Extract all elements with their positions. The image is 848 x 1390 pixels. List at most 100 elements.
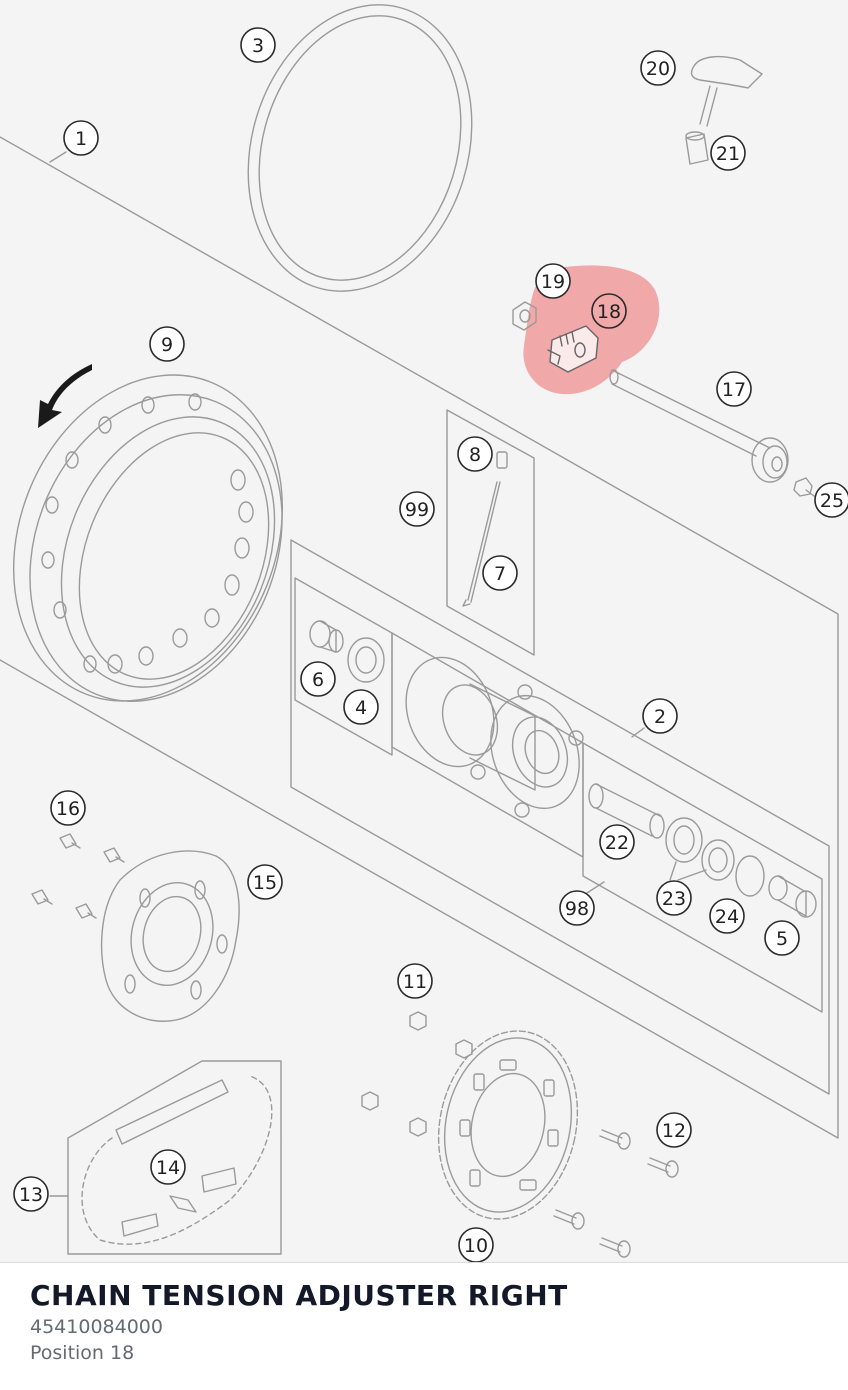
callout-circle[interactable] (13, 1176, 49, 1212)
callout-19[interactable]: 19 (535, 263, 571, 299)
callout-number: 1 (75, 128, 87, 150)
callout-circle[interactable] (709, 898, 745, 934)
callout-circle[interactable] (50, 790, 86, 826)
callout-circle[interactable] (458, 1227, 494, 1262)
callout-circle[interactable] (399, 491, 435, 527)
bearing-4 (347, 637, 385, 683)
callout-number: 23 (662, 888, 686, 910)
callout-1[interactable]: 1 (63, 120, 99, 156)
callout-number: 12 (662, 1120, 686, 1142)
callout-9[interactable]: 9 (149, 326, 185, 362)
bolts-12 (553, 1129, 679, 1258)
callout-25[interactable]: 25 (814, 482, 848, 518)
callout-circle[interactable] (710, 135, 746, 171)
axle (609, 369, 789, 483)
nut-19 (512, 301, 537, 331)
callout-circle[interactable] (482, 555, 518, 591)
callout-number: 99 (405, 499, 429, 521)
callout-circle[interactable] (149, 326, 185, 362)
callout-number: 15 (253, 872, 277, 894)
leader-lines (49, 151, 707, 1197)
callout-number: 24 (715, 906, 739, 928)
part-title: CHAIN TENSION ADJUSTER RIGHT (30, 1279, 568, 1312)
callout-number: 17 (722, 379, 746, 401)
callout-circle[interactable] (457, 436, 493, 472)
callout-circle[interactable] (535, 263, 571, 299)
sprocket (437, 1030, 579, 1220)
callout-number: 9 (161, 334, 173, 356)
callout-circle[interactable] (63, 120, 99, 156)
callout-12[interactable]: 12 (656, 1112, 692, 1148)
callout-group: 1234567891011121314151617181920212223242… (13, 27, 848, 1262)
callout-number: 98 (565, 898, 589, 920)
spoke (462, 451, 508, 607)
spacer-5 (768, 875, 817, 918)
brake-disc (100, 850, 240, 1022)
callout-8[interactable]: 8 (457, 436, 493, 472)
callout-number: 25 (820, 490, 844, 512)
spoke-box (446, 409, 535, 656)
bolt-25 (793, 477, 815, 497)
callout-circle[interactable] (559, 890, 595, 926)
callout-10[interactable]: 10 (458, 1227, 494, 1262)
chain-adjuster-part (547, 325, 599, 373)
callout-circle[interactable] (716, 371, 752, 407)
callout-5[interactable]: 5 (764, 920, 800, 956)
callout-number: 19 (541, 271, 565, 293)
circlip-24 (735, 855, 765, 897)
callout-circle[interactable] (642, 698, 678, 734)
callout-23[interactable]: 23 (656, 880, 692, 916)
callout-7[interactable]: 7 (482, 555, 518, 591)
drive-chain (81, 1075, 273, 1245)
callout-circle[interactable] (343, 689, 379, 725)
callout-circle[interactable] (247, 864, 283, 900)
callout-17[interactable]: 17 (716, 371, 752, 407)
callout-circle[interactable] (640, 50, 676, 86)
hub (405, 656, 584, 818)
callout-number: 16 (56, 798, 80, 820)
wheel-rim (12, 374, 284, 702)
callout-circle[interactable] (599, 824, 635, 860)
callout-number: 22 (605, 832, 629, 854)
callout-15[interactable]: 15 (247, 864, 283, 900)
callout-number: 3 (252, 35, 264, 57)
callout-circle[interactable] (300, 661, 336, 697)
callout-22[interactable]: 22 (599, 824, 635, 860)
callout-circle[interactable] (591, 293, 627, 329)
bearing-box (582, 742, 823, 1013)
bolts-16 (31, 833, 125, 919)
callout-2[interactable]: 2 (642, 698, 678, 734)
callout-99[interactable]: 99 (399, 491, 435, 527)
callout-circle[interactable] (814, 482, 848, 518)
callout-number: 5 (776, 928, 788, 950)
hub-group-box (290, 539, 830, 1095)
callout-20[interactable]: 20 (640, 50, 676, 86)
callout-3[interactable]: 3 (240, 27, 276, 63)
callout-4[interactable]: 4 (343, 689, 379, 725)
callout-circle[interactable] (656, 880, 692, 916)
callout-24[interactable]: 24 (709, 898, 745, 934)
callout-number: 18 (597, 301, 621, 323)
callout-number: 11 (403, 971, 427, 993)
callout-6[interactable]: 6 (300, 661, 336, 697)
part-position: Position 18 (30, 1342, 135, 1364)
callout-18[interactable]: 18 (591, 293, 627, 329)
part-number: 45410084000 (30, 1316, 163, 1338)
tire-ring (247, 4, 473, 292)
bearing-23b (701, 839, 735, 881)
callout-circle[interactable] (240, 27, 276, 63)
callout-circle[interactable] (397, 963, 433, 999)
callout-21[interactable]: 21 (710, 135, 746, 171)
callout-13[interactable]: 13 (13, 1176, 49, 1212)
callout-circle[interactable] (764, 920, 800, 956)
callout-number: 21 (716, 143, 740, 165)
callout-number: 13 (19, 1184, 43, 1206)
callout-number: 7 (494, 563, 506, 585)
callout-11[interactable]: 11 (397, 963, 433, 999)
callout-14[interactable]: 14 (150, 1149, 186, 1185)
callout-16[interactable]: 16 (50, 790, 86, 826)
callout-number: 8 (469, 444, 481, 466)
callout-circle[interactable] (150, 1149, 186, 1185)
callout-circle[interactable] (656, 1112, 692, 1148)
callout-98[interactable]: 98 (559, 890, 595, 926)
